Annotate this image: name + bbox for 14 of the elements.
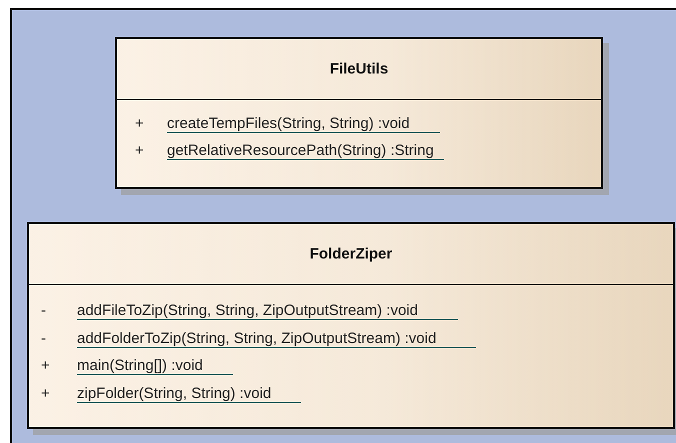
visibility-marker: + bbox=[135, 142, 144, 159]
operation-text: getRelativeResourcePath(String) :String bbox=[167, 142, 444, 160]
class-name: FileUtils bbox=[330, 60, 388, 78]
visibility-marker: + bbox=[135, 115, 144, 132]
class-name: FolderZiper bbox=[310, 246, 392, 262]
visibility-marker: + bbox=[41, 357, 50, 374]
operation-text: addFileToZip(String, String, ZipOutputStream) :void bbox=[77, 302, 458, 320]
operation-text: createTempFiles(String, String) :void bbox=[167, 115, 440, 133]
operation-text: addFolderToZip(String, String, ZipOutputStream) :void bbox=[77, 330, 476, 348]
operation-text: zipFolder(String, String) :void bbox=[77, 385, 302, 403]
visibility-marker: + bbox=[41, 385, 50, 402]
visibility-marker: - bbox=[41, 302, 46, 319]
visibility-marker: - bbox=[41, 330, 46, 347]
operation-text: main(String[]) :void bbox=[77, 357, 233, 375]
